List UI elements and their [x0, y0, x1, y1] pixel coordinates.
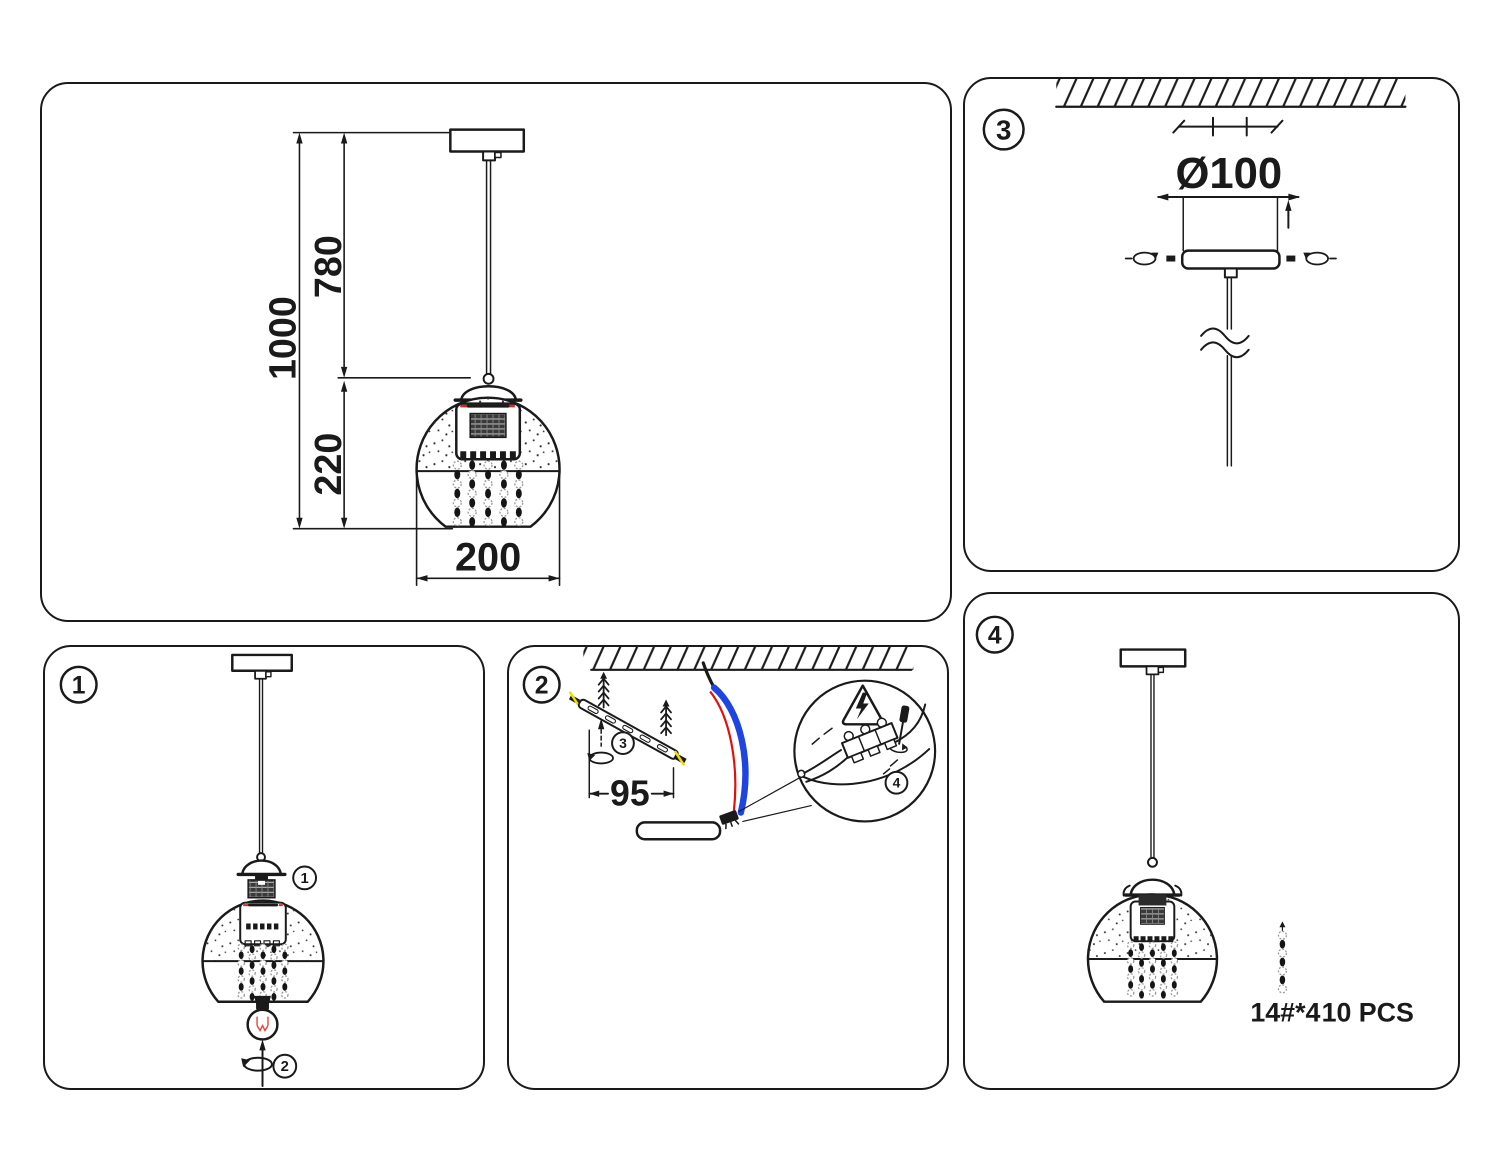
hardware-qty-label: 10 PCS	[1322, 998, 1414, 1028]
panel-step-1: 1 1	[43, 645, 485, 1090]
callout-terminal-label: 4	[893, 775, 901, 791]
hardware-code-label: 14#*4	[1250, 998, 1320, 1028]
dimension-95-label: 95	[610, 774, 650, 814]
cap-ring	[482, 372, 495, 385]
step-badge: 2	[522, 665, 561, 704]
step-badge: 4	[975, 615, 1014, 654]
callout-bulb: 2	[272, 1053, 298, 1079]
step-badge: 1	[59, 665, 98, 704]
dimension-780: 780	[307, 132, 471, 379]
step-badge-label: 2	[535, 673, 549, 700]
step-badge-label: 3	[996, 115, 1011, 146]
step-badge-label: 4	[988, 623, 1002, 650]
pendant-lamp	[415, 128, 561, 528]
terminal-block	[840, 717, 899, 764]
canopy-plate	[635, 821, 722, 841]
wire	[803, 749, 842, 774]
wire-blue	[710, 684, 749, 816]
screw-highlight	[568, 691, 579, 705]
slotted-bar	[460, 451, 516, 459]
ceiling-canopy	[449, 128, 526, 153]
cable-break-icon	[1200, 327, 1250, 359]
wire-lug	[797, 769, 806, 779]
magnifier-detail: 4	[793, 679, 937, 823]
inner-housing	[239, 901, 287, 946]
mounting-bracket	[568, 691, 687, 767]
screw-in-arrow	[241, 1039, 273, 1087]
wall-anchor-icon	[660, 698, 672, 737]
ceiling-canopy	[231, 653, 293, 673]
step-badge-label: 1	[72, 673, 86, 700]
wire-red	[709, 690, 737, 811]
screw-highlight	[673, 750, 686, 767]
socket-band	[1138, 894, 1167, 906]
motion-dashes	[811, 727, 899, 775]
panel-dimensions: 1000 780 220	[40, 82, 952, 622]
pendant-lamp	[1086, 648, 1219, 1003]
dimensions-drawing: 1000 780 220	[261, 128, 561, 587]
dimension-1000: 1000	[261, 131, 454, 530]
dimension-200: 200	[415, 476, 561, 587]
bulb	[246, 995, 279, 1041]
dimension-780-label: 780	[307, 235, 349, 298]
dimension-220: 220	[307, 380, 349, 529]
ceiling-hatch-icon	[1055, 79, 1407, 108]
callout-screw-label: 3	[619, 735, 627, 751]
rotation-arrow-icon	[1303, 251, 1337, 266]
socket-assembly	[236, 852, 287, 899]
slotted-bar	[1133, 936, 1174, 943]
step3-drawing: 3 Ø100	[982, 79, 1407, 467]
step4-drawing: 4	[975, 615, 1414, 1028]
socket-block	[469, 412, 507, 439]
panel-step-3: 3 Ø100	[963, 77, 1460, 572]
step2-drawing: 2	[522, 647, 937, 841]
rotation-arrow-icon	[241, 1056, 273, 1072]
cord	[485, 159, 492, 375]
canopy-dimension	[1156, 193, 1301, 252]
wire	[802, 748, 931, 786]
rotation-arrow-icon	[587, 751, 614, 765]
callout-socket: 1	[292, 865, 318, 891]
ceiling-canopy	[1119, 648, 1187, 668]
ceiling-canopy	[1166, 249, 1296, 279]
callout-socket-label: 1	[300, 871, 308, 887]
canopy-diameter-label: Ø100	[1175, 149, 1282, 198]
panel-step-2: 2	[507, 645, 949, 1090]
dimension-1000-label: 1000	[261, 296, 303, 380]
cap-ring	[1147, 856, 1158, 868]
dimension-200-label: 200	[455, 535, 521, 579]
screw-direction	[587, 718, 614, 765]
hole-spacing-ticks	[1172, 116, 1284, 137]
callout-bulb-label: 2	[281, 1059, 289, 1075]
dimension-95: 95	[588, 729, 675, 814]
panel-step-4: 4	[963, 592, 1460, 1090]
globe-cap	[1129, 878, 1176, 896]
cord	[258, 678, 264, 854]
magnifier-leader	[738, 776, 802, 813]
step-badge: 3	[982, 108, 1025, 151]
magnifier-leader	[742, 804, 812, 823]
socket-block	[1140, 906, 1165, 925]
bulb-filament	[256, 1016, 269, 1032]
callout-screw: 3	[611, 731, 635, 756]
wire	[892, 703, 927, 745]
cord	[1150, 673, 1155, 859]
hardware-bead-chain	[1277, 921, 1288, 994]
slotted-bar	[246, 923, 279, 930]
housing-feet	[244, 940, 280, 947]
ceiling-hatch-icon	[583, 647, 914, 671]
step1-drawing: 1 1	[59, 653, 325, 1087]
rotation-arrow-icon	[1124, 251, 1159, 266]
dimension-220-label: 220	[307, 433, 349, 496]
wall-anchor-icon	[597, 670, 610, 709]
globe-cap	[460, 385, 518, 401]
callout-terminal: 4	[884, 770, 909, 795]
wire-connector	[719, 810, 740, 830]
cord	[1226, 276, 1233, 467]
